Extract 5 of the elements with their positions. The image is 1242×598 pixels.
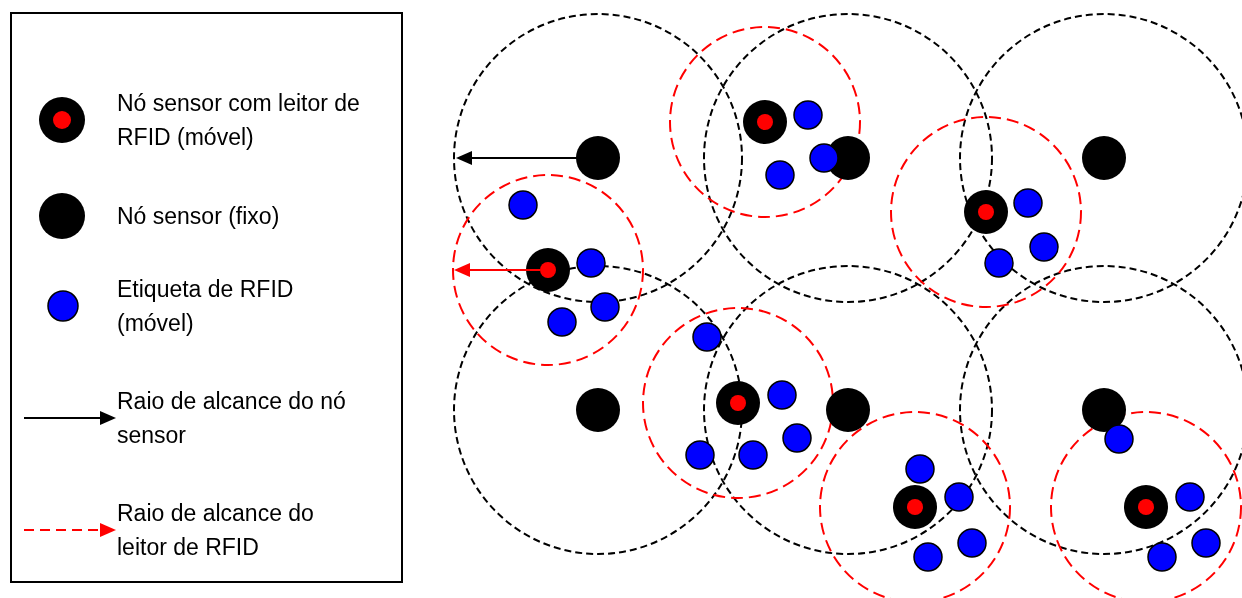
legend-text: Raio de alcance do nó sensor: [117, 387, 347, 450]
legend-text: Raio de alcance do leitor de RFID: [117, 499, 315, 562]
legend-text: Nó sensor com leitor de RFID (móvel): [117, 89, 361, 152]
legend-text: Nó sensor (fixo): [117, 202, 281, 231]
legend-text: Etiqueta de RFID (móvel): [117, 275, 295, 338]
